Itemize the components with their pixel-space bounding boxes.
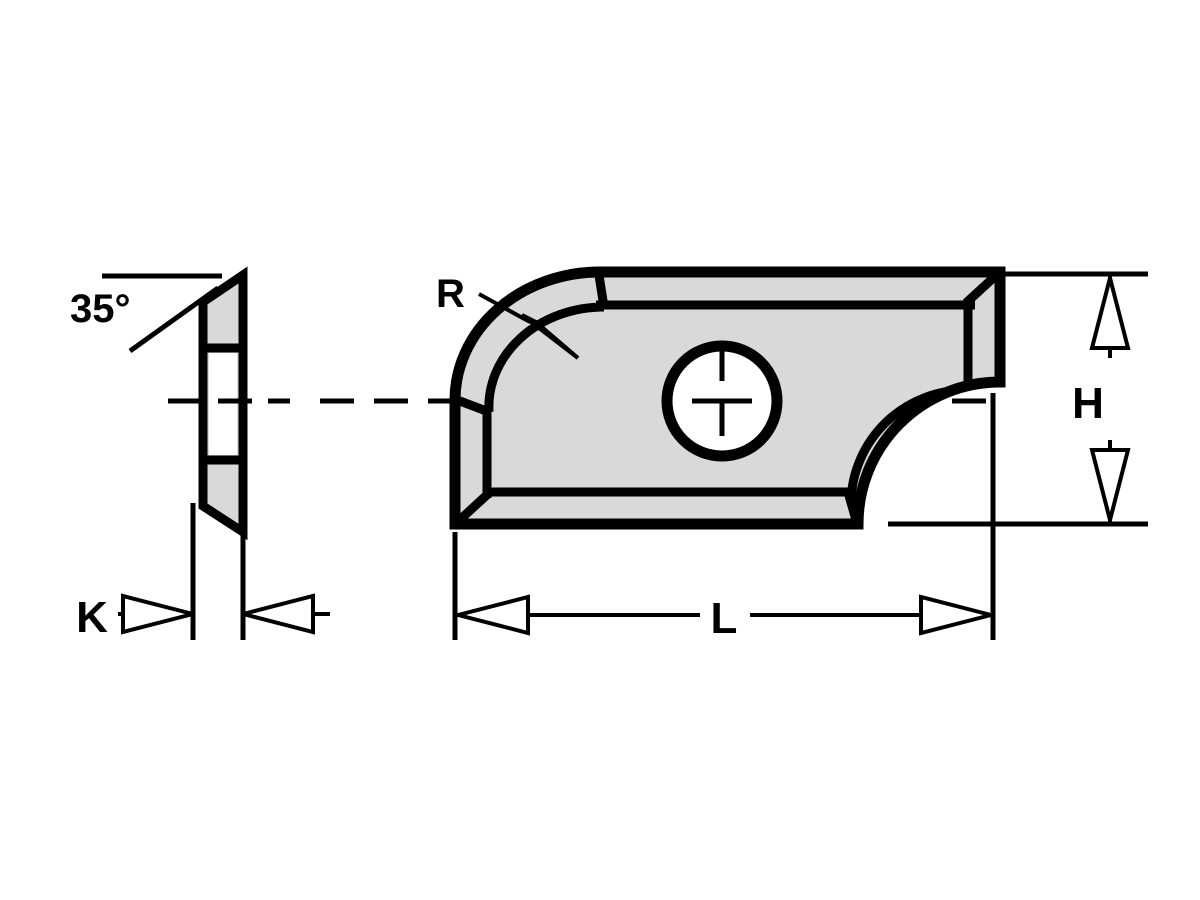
bevel-angle-annotation: 35° [70,273,222,354]
bevel-arc-right [846,385,967,501]
mitre-bottom-left [455,489,493,524]
height-arrowhead-top [1089,277,1131,350]
thickness-label: K [76,593,108,642]
mitre-top-right [962,272,1000,307]
height-label: H [1072,379,1104,428]
thickness-arrowhead-right [242,593,315,635]
side-profile-mid-band [209,353,237,455]
front-face-view [449,266,1006,530]
height-dimension-group: H [888,271,1148,545]
bevel-arc-upper-left [484,302,605,413]
thickness-arrowhead-left [121,593,194,635]
length-arrowhead-right [919,594,992,636]
height-arrowhead-bottom [1089,448,1131,521]
length-dimension-group: L [452,532,996,643]
angle-leader-line [128,285,220,354]
radius-leader-line [478,292,531,324]
length-arrowhead-left [457,594,530,636]
radius-label: R [436,272,465,316]
angle-label: 35° [70,287,131,331]
thickness-dimension-group: K [76,503,330,642]
mitre-top-left [593,272,609,308]
length-label: L [711,594,738,643]
radius-callout-group: R [436,272,580,360]
mitre-left-arc-end [455,393,491,417]
radius-arrowhead [520,313,580,360]
